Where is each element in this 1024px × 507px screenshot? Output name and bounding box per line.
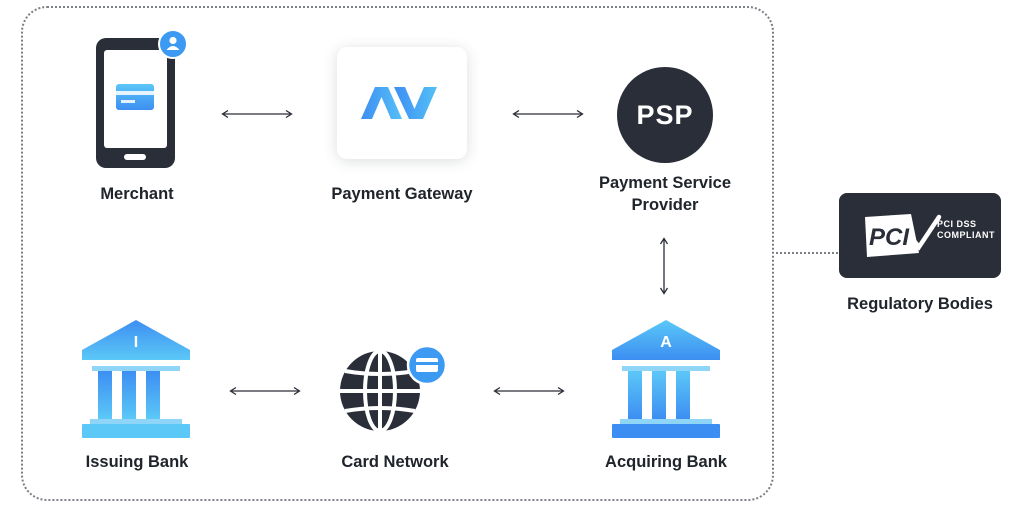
regulatory-label: Regulatory Bodies xyxy=(847,295,993,313)
acquiring-bank-label: Acquiring Bank xyxy=(605,453,727,471)
gateway-card xyxy=(337,47,467,159)
svg-text:PCI: PCI xyxy=(869,224,910,251)
issuing-bank-label: Issuing Bank xyxy=(85,453,189,471)
psp-badge: PSP xyxy=(617,67,713,163)
arrow-psp-acquiring xyxy=(659,237,669,295)
smartphone-icon xyxy=(96,30,188,168)
gateway-logo-icon xyxy=(361,87,437,119)
arrow-issuing-network xyxy=(229,386,301,396)
pci-dss-logo: PCI PCI DSS COMPLIANT xyxy=(839,193,1001,278)
pci-dss-icon: PCI xyxy=(865,214,942,257)
arrow-network-acquiring xyxy=(493,386,565,396)
merchant-label: Merchant xyxy=(100,185,174,203)
issuing-bank-badge: I xyxy=(133,334,139,351)
arrow-gateway-psp xyxy=(512,109,584,119)
bank-building-icon xyxy=(612,320,720,438)
ecosystem-frame xyxy=(21,6,774,501)
arrow-merchant-gateway xyxy=(221,109,293,119)
card-network-label: Card Network xyxy=(341,453,449,471)
psp-label: Payment Service Provider xyxy=(598,174,732,214)
pci-logo-text: PCI DSS COMPLIANT xyxy=(937,219,995,240)
globe-icon xyxy=(340,344,448,433)
acquiring-bank-badge: A xyxy=(660,334,672,351)
regulatory-connector xyxy=(776,252,838,254)
bank-building-icon xyxy=(82,320,190,438)
payment-gateway-label: Payment Gateway xyxy=(331,185,473,203)
